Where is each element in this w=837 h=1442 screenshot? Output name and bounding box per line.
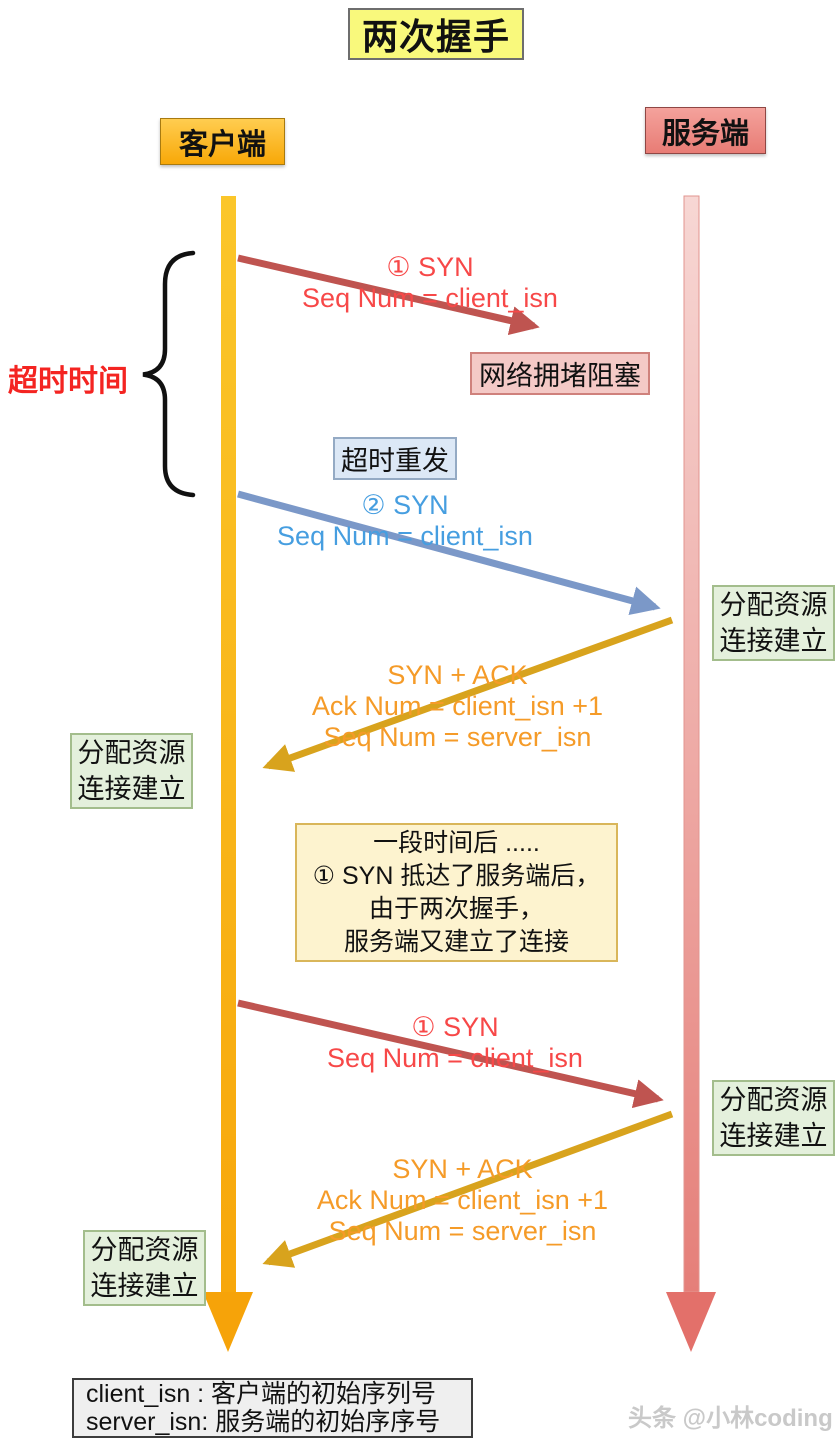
- allocate-line1: 分配资源: [77, 738, 186, 768]
- synack2-arrow: [262, 1110, 674, 1268]
- server-lifeline-arrow-icon: [666, 1292, 716, 1352]
- msg-synack2: SYN + ACK Ack Num = client_isn +1 Seq Nu…: [305, 1154, 620, 1247]
- msg-syn3-title: ① SYN: [411, 1012, 499, 1042]
- note-line4: 服务端又建立了连接: [343, 927, 569, 956]
- allocate-line1: 分配资源: [719, 1085, 828, 1115]
- allocate-line1: 分配资源: [719, 590, 828, 620]
- client-allocate-box-2: 分配资源 连接建立: [83, 1230, 206, 1306]
- msg-syn1: ① SYN Seq Num = client_isn: [280, 252, 580, 314]
- watermark: 头条 @小林coding: [628, 1405, 833, 1432]
- allocate-line2: 连接建立: [719, 1121, 828, 1151]
- msg-syn1-title: ① SYN: [386, 252, 474, 282]
- msg-syn2-title: ② SYN: [361, 490, 449, 520]
- allocate-line2: 连接建立: [90, 1271, 199, 1301]
- timeout-brace: [142, 250, 196, 498]
- note-line2: ① SYN 抵达了服务端后，: [312, 861, 601, 890]
- server-allocate-box-1: 分配资源 连接建立: [712, 585, 835, 661]
- msg-syn3-seq: Seq Num = client_isn: [327, 1043, 583, 1073]
- msg-synack1: SYN + ACK Ack Num = client_isn +1 Seq Nu…: [300, 660, 615, 753]
- allocate-line1: 分配资源: [90, 1235, 199, 1265]
- syn3-arrow: [237, 999, 664, 1109]
- page-title: 两次握手: [348, 8, 524, 60]
- msg-synack2-ack: Ack Num = client_isn +1: [316, 1185, 609, 1215]
- msg-synack1-ack: Ack Num = client_isn +1: [311, 691, 604, 721]
- synack1-arrow: [262, 616, 674, 772]
- msg-synack2-seq: Seq Num = server_isn: [328, 1216, 597, 1246]
- legend-server-isn: server_isn: 服务端的初始序序号: [86, 1408, 441, 1436]
- msg-syn1-seq: Seq Num = client_isn: [302, 283, 558, 313]
- msg-syn2-seq: Seq Num = client_isn: [277, 521, 533, 551]
- note-box: 一段时间后 ..... ① SYN 抵达了服务端后， 由于两次握手， 服务端又建…: [295, 823, 618, 962]
- note-line1: 一段时间后 .....: [373, 828, 540, 857]
- timeout-label: 超时时间: [8, 365, 128, 398]
- allocate-line2: 连接建立: [719, 626, 828, 656]
- allocate-line2: 连接建立: [77, 774, 186, 804]
- server-allocate-box-2: 分配资源 连接建立: [712, 1080, 835, 1156]
- syn2-arrow: [237, 490, 661, 616]
- msg-syn3: ① SYN Seq Num = client_isn: [305, 1012, 605, 1074]
- actor-server: 服务端: [645, 107, 766, 154]
- msg-synack1-title: SYN + ACK: [387, 660, 528, 690]
- actor-client: 客户端: [160, 118, 285, 165]
- syn1-arrow: [237, 254, 540, 336]
- congestion-box: 网络拥堵阻塞: [470, 352, 650, 395]
- server-lifeline: [683, 195, 700, 1293]
- client-lifeline-arrow-icon: [203, 1292, 253, 1352]
- note-line3: 由于两次握手，: [368, 894, 544, 923]
- msg-syn2: ② SYN Seq Num = client_isn: [250, 490, 560, 552]
- legend-client-isn: client_isn : 客户端的初始序列号: [86, 1380, 437, 1408]
- retransmission-box: 超时重发: [333, 437, 457, 480]
- legend-box: client_isn : 客户端的初始序列号 server_isn: 服务端的初…: [72, 1378, 473, 1438]
- client-allocate-box-1: 分配资源 连接建立: [70, 733, 193, 809]
- msg-synack1-seq: Seq Num = server_isn: [323, 722, 592, 752]
- msg-synack2-title: SYN + ACK: [392, 1154, 533, 1184]
- client-lifeline: [221, 196, 236, 1292]
